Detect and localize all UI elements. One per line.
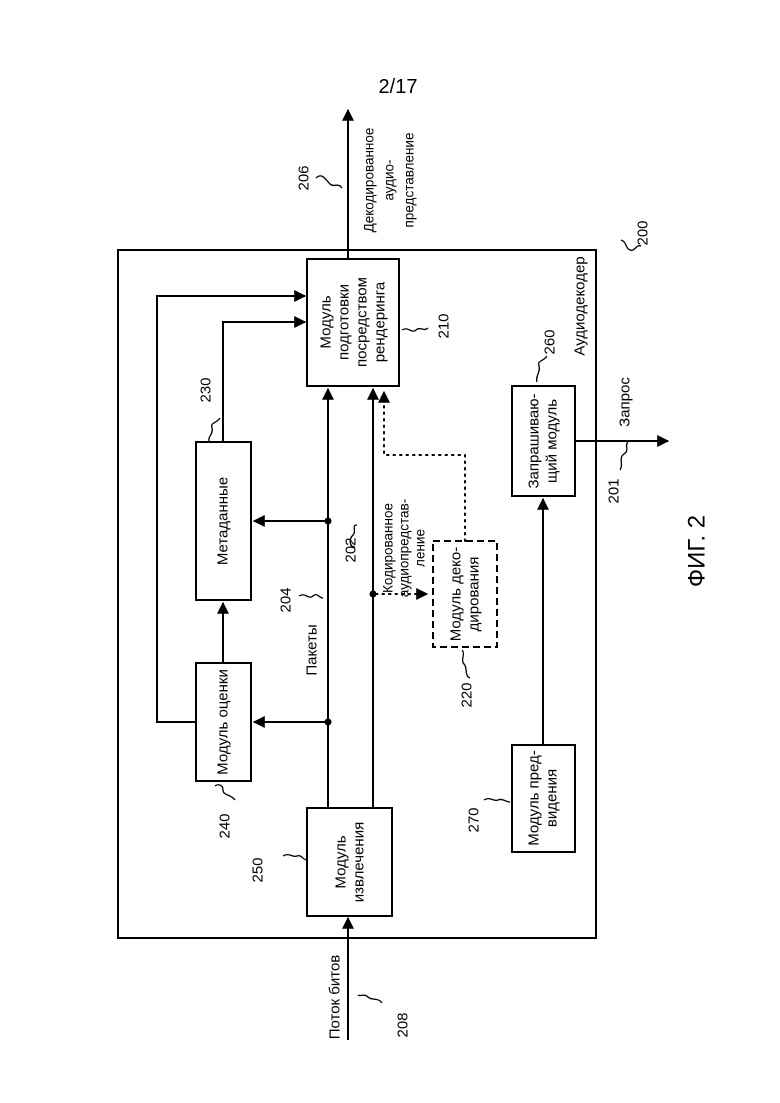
ref-leader-204	[299, 595, 323, 598]
ref-202: 202	[343, 537, 360, 562]
ref-leader-230	[209, 418, 220, 442]
svg-text:202: 202	[343, 537, 360, 562]
svg-text:Аудиодекодер: Аудиодекодер	[572, 256, 589, 355]
decoded-audio-label: Декодированное аудио- представление	[362, 128, 417, 233]
ref-270: 270	[466, 807, 483, 832]
figure-caption: ФИГ. 2	[684, 515, 711, 587]
svg-text:250: 250	[250, 857, 267, 882]
svg-text:Модуль пред-: Модуль пред-	[526, 750, 543, 846]
svg-text:ФИГ. 2: ФИГ. 2	[684, 515, 711, 587]
svg-text:посредством: посредством	[354, 277, 371, 367]
ref-250: 250	[250, 857, 267, 882]
svg-text:щий модуль: щий модуль	[544, 399, 561, 483]
estimation-module-label: Модуль оценки	[215, 669, 232, 775]
packets-label: Пакеты	[304, 624, 321, 675]
metadata-label: Метаданные	[215, 477, 232, 565]
ref-leader-206	[316, 176, 342, 188]
svg-text:Запрашиваю-: Запрашиваю-	[526, 393, 543, 488]
svg-text:рендеринга: рендеринга	[372, 281, 389, 362]
ref-leader-220	[462, 650, 470, 678]
svg-text:240: 240	[217, 813, 234, 838]
svg-text:дирования: дирования	[466, 557, 483, 632]
svg-text:Модуль: Модуль	[318, 295, 335, 348]
svg-text:Кодированное: Кодированное	[381, 503, 396, 593]
ref-208: 208	[395, 1012, 412, 1037]
prediction-module-label: Модуль пред- видения	[526, 750, 561, 846]
ref-leader-240	[215, 785, 235, 800]
ref-206: 206	[296, 165, 313, 190]
svg-text:извлечения: извлечения	[351, 822, 368, 902]
svg-text:видения: видения	[544, 769, 561, 827]
svg-text:ление: ление	[413, 529, 428, 567]
svg-text:260: 260	[542, 329, 559, 354]
svg-text:подготовки: подготовки	[336, 284, 353, 360]
ref-230: 230	[198, 377, 215, 402]
svg-text:210: 210	[436, 313, 453, 338]
ref-200: 200	[635, 220, 652, 245]
ref-leader-250	[283, 855, 307, 860]
svg-text:представление: представление	[402, 133, 417, 228]
svg-text:Модуль деко-: Модуль деко-	[448, 547, 465, 642]
ref-210: 210	[436, 313, 453, 338]
ref-leader-260	[537, 356, 547, 382]
ref-leader-201	[620, 442, 628, 470]
request-label: Запрос	[617, 377, 634, 427]
metadata-to-rendering-arrow	[223, 322, 305, 442]
svg-text:208: 208	[395, 1012, 412, 1037]
packets-junction-dot	[325, 518, 332, 525]
ref-260: 260	[542, 329, 559, 354]
svg-text:204: 204	[278, 587, 295, 612]
extraction-module-label: Модуль извлечения	[333, 822, 368, 902]
rendering-module-label: Модуль подготовки посредством рендеринга	[318, 277, 389, 367]
svg-text:Метаданные: Метаданные	[215, 477, 232, 565]
svg-text:Запрос: Запрос	[617, 377, 634, 427]
svg-text:220: 220	[459, 682, 476, 707]
extraction-module-box	[307, 808, 392, 916]
svg-text:Пакеты: Пакеты	[304, 624, 321, 675]
ref-leader-210	[402, 328, 428, 331]
svg-text:201: 201	[606, 478, 623, 503]
svg-text:Декодированное: Декодированное	[362, 128, 377, 233]
ref-201: 201	[606, 478, 623, 503]
encoded-audio-label: Кодированное аудиопредстав- ление	[381, 499, 428, 597]
encoded-junction-dot	[370, 591, 377, 598]
ref-leader-270	[484, 799, 510, 802]
ref-204: 204	[278, 587, 295, 612]
svg-text:аудио-: аудио-	[382, 159, 397, 200]
svg-text:Поток битов: Поток битов	[327, 955, 344, 1040]
svg-text:230: 230	[198, 377, 215, 402]
ref-leader-208	[358, 995, 382, 1003]
svg-text:270: 270	[466, 807, 483, 832]
bitstream-label: Поток битов	[327, 955, 344, 1040]
svg-text:аудиопредстав-: аудиопредстав-	[397, 499, 412, 597]
svg-text:206: 206	[296, 165, 313, 190]
svg-text:Модуль оценки: Модуль оценки	[215, 669, 232, 775]
svg-text:Модуль: Модуль	[333, 835, 350, 888]
page-number: 2/17	[379, 76, 418, 98]
requesting-module-label: Запрашиваю- щий модуль	[526, 393, 561, 488]
packets-junction-dot	[325, 719, 332, 726]
svg-text:200: 200	[635, 220, 652, 245]
ref-220: 220	[459, 682, 476, 707]
decoding-module-label: Модуль деко- дирования	[448, 547, 483, 642]
decoder-label: Аудиодекодер	[572, 256, 589, 355]
ref-240: 240	[217, 813, 234, 838]
